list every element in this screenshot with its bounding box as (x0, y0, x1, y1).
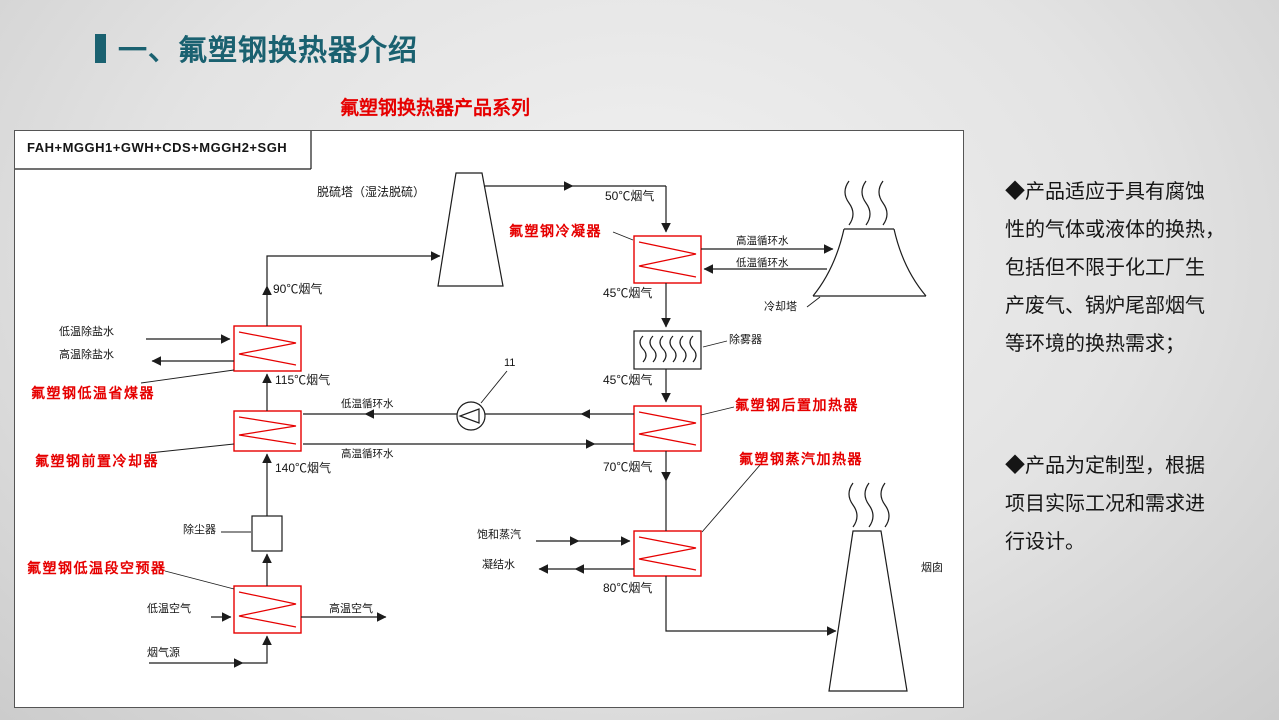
label-flue-gas-115c: 115℃烟气 (275, 373, 331, 387)
label-flue-gas-90c: 90℃烟气 (273, 282, 323, 296)
label-flue-gas-80c: 80℃烟气 (603, 581, 653, 595)
steam-heater-exchanger (633, 530, 702, 577)
label-post-heater: 氟塑钢后置加热器 (735, 397, 859, 413)
label-economizer: 氟塑钢低温省煤器 (31, 385, 155, 401)
description-panel: ◆产品适应于具有腐蚀 性的气体或液体的换热， 包括但不限于化工厂生 产废气、锅炉… (1005, 173, 1245, 561)
air-preheater-exchanger (233, 585, 302, 634)
post-heater-exchanger (633, 405, 702, 452)
label-pump-number: 11 (504, 357, 516, 369)
title-block-lines (15, 131, 312, 170)
diagram-header-code: FAH+MGGH1+GWH+CDS+MGGH2+SGH (27, 140, 288, 155)
label-saturated-steam: 饱和蒸汽 (477, 529, 521, 541)
dust-collector-shape (251, 515, 283, 552)
label-flue-gas-45c-upper: 45℃烟气 (603, 286, 653, 300)
process-diagram-panel: FAH+MGGH1+GWH+CDS+MGGH2+SGH 脱硫塔（湿法脱硫） 50… (14, 130, 964, 708)
cooling-tower-shape (812, 228, 927, 297)
label-cold-circ-water-mid: 低温循环水 (341, 398, 394, 410)
label-dust-collector: 除尘器 (183, 524, 216, 536)
label-flue-gas-45c-lower: 45℃烟气 (603, 373, 653, 387)
pre-cooler-exchanger (233, 410, 302, 452)
demister-shape (633, 330, 702, 370)
label-steam-heater: 氟塑钢蒸汽加热器 (739, 451, 863, 467)
label-demin-water-in: 低温除盐水 (59, 326, 114, 338)
flow-lines (146, 181, 837, 668)
process-diagram (15, 131, 927, 692)
label-hot-circ-water-mid: 高温循环水 (341, 448, 394, 460)
economizer-exchanger (233, 325, 302, 372)
desulfurization-tower-shape (437, 172, 504, 287)
label-demister: 除雾器 (729, 334, 762, 346)
label-demin-water-out: 高温除盐水 (59, 349, 114, 361)
label-condenser: 氟塑钢冷凝器 (509, 223, 602, 239)
diagram-subtitle: 氟塑钢换热器产品系列 (340, 98, 531, 119)
label-pre-cooler: 氟塑钢前置冷却器 (35, 453, 159, 469)
label-flue-gas-50c: 50℃烟气 (605, 189, 655, 203)
label-cold-circ-water-top: 低温循环水 (736, 257, 789, 269)
label-stack: 烟囱 (921, 562, 943, 574)
cooling-tower-smoke-icon (844, 180, 888, 226)
label-desulfurization-tower: 脱硫塔（湿法脱硫） (317, 185, 426, 199)
page-title: 一、氟塑钢换热器介绍 (118, 35, 419, 67)
title-accent-bar (95, 34, 106, 63)
pump-icon (456, 401, 486, 431)
bullet-customization: ◆产品为定制型，根据 项目实际工况和需求进 行设计。 (1005, 455, 1205, 553)
label-pointer-lines (140, 231, 821, 590)
demister-mesh-icon (639, 335, 697, 363)
label-hot-circ-water-top: 高温循环水 (736, 235, 789, 247)
label-flue-gas-source: 烟气源 (147, 647, 180, 659)
label-flue-gas-140c: 140℃烟气 (275, 461, 332, 475)
label-air-in: 低温空气 (147, 603, 191, 615)
label-condensate: 凝结水 (482, 559, 515, 571)
label-air-preheater: 氟塑钢低温段空预器 (27, 560, 167, 576)
bullet-application: ◆产品适应于具有腐蚀 性的气体或液体的换热， 包括但不限于化工厂生 产废气、锅炉… (1005, 181, 1225, 355)
label-cooling-tower: 冷却塔 (764, 301, 797, 313)
chimney-shape (828, 530, 908, 692)
condenser-exchanger (633, 235, 702, 284)
label-air-out: 高温空气 (329, 603, 373, 615)
chimney-smoke-icon (848, 482, 890, 528)
label-flue-gas-70c: 70℃烟气 (603, 460, 653, 474)
